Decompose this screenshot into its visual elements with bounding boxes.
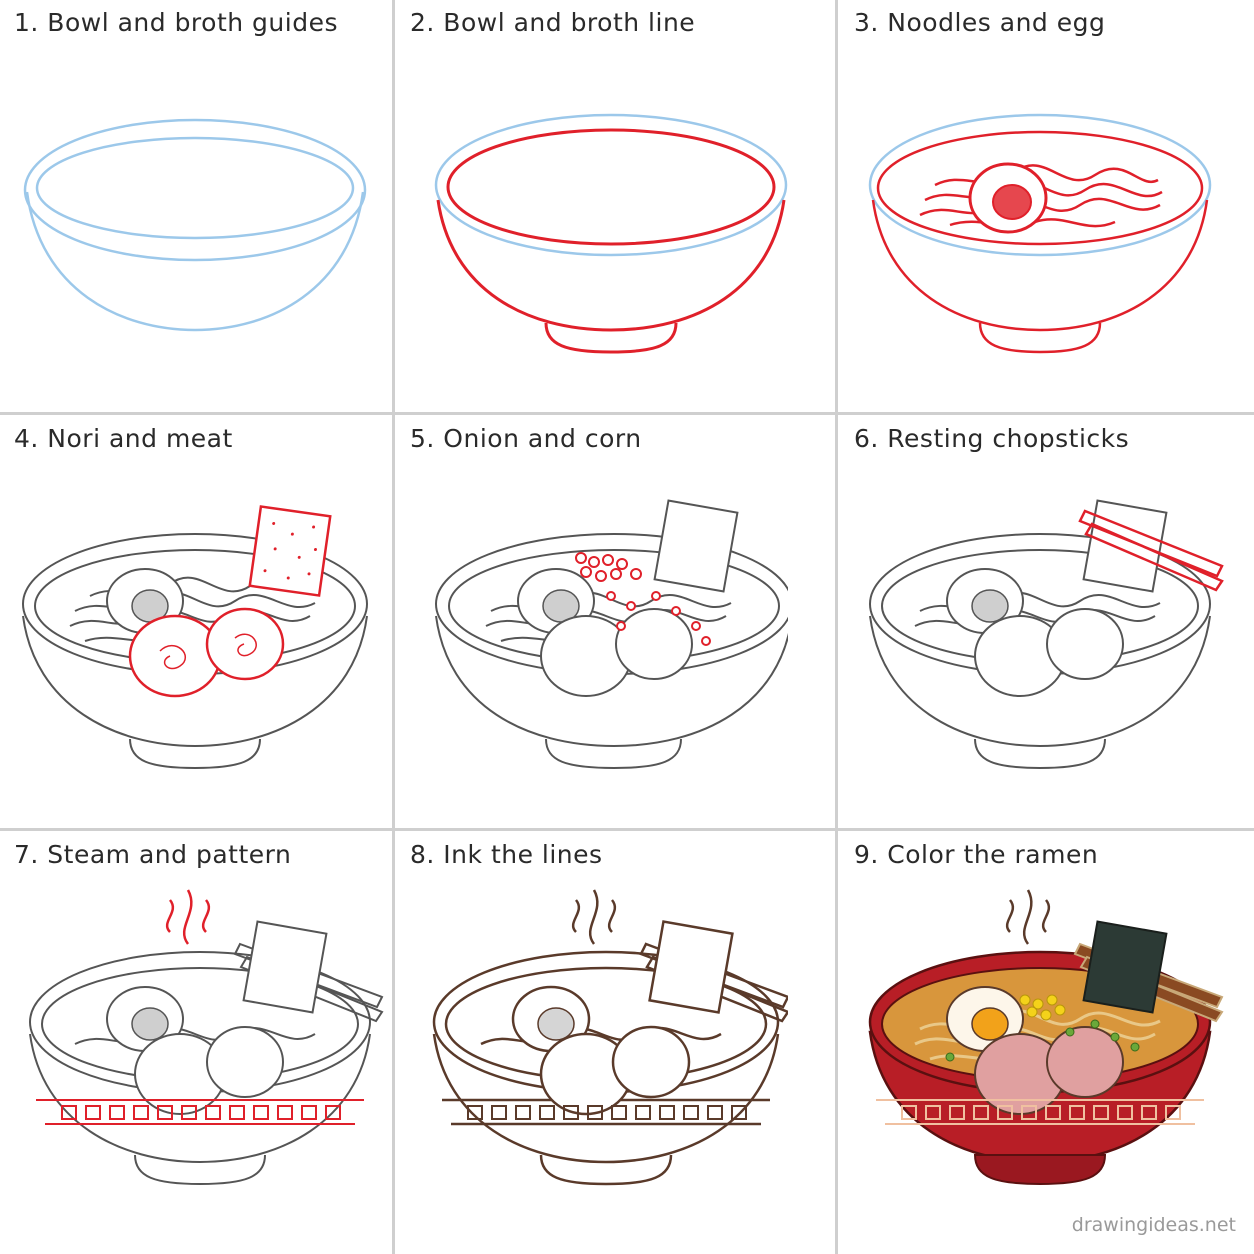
step-caption: 7. Steam and pattern — [14, 840, 292, 869]
step-panel-8: 8. Ink the lines — [396, 832, 788, 1242]
steam-pattern-drawing — [29, 889, 384, 1186]
step-panel-7: 7. Steam and pattern — [0, 832, 392, 1242]
grid-divider-vertical — [392, 0, 395, 1254]
grid-divider-horizontal — [0, 412, 1254, 415]
step-caption: 5. Onion and corn — [410, 424, 642, 453]
step-caption: 6. Resting chopsticks — [854, 424, 1130, 453]
onion-corn-drawing — [435, 499, 788, 770]
step-caption: 9. Color the ramen — [854, 840, 1099, 869]
step-panel-6: 6. Resting chopsticks — [840, 416, 1232, 826]
bowl-line-drawing — [434, 113, 788, 354]
inked-drawing — [432, 889, 788, 1186]
chopsticks-drawing — [869, 499, 1224, 770]
step-panel-3: 3. Noodles and egg — [840, 0, 1232, 410]
step-panel-4: 4. Nori and meat — [0, 416, 392, 826]
step-panel-5: 5. Onion and corn — [396, 416, 788, 826]
noodles-egg-drawing — [868, 113, 1212, 354]
grid-divider-horizontal — [0, 828, 1254, 831]
watermark: drawingideas.net — [1071, 1214, 1236, 1236]
step-panel-9: 9. Color the ramen — [840, 832, 1232, 1242]
grid-divider-vertical — [835, 0, 838, 1254]
step-caption: 2. Bowl and broth line — [410, 8, 696, 37]
step-caption: 8. Ink the lines — [410, 840, 603, 869]
nori-meat-drawing — [22, 505, 368, 770]
step-caption: 4. Nori and meat — [14, 424, 233, 453]
bowl-guides-drawing — [23, 118, 367, 332]
step-caption: 1. Bowl and broth guides — [14, 8, 338, 37]
step-panel-2: 2. Bowl and broth line — [396, 0, 788, 410]
step-caption: 3. Noodles and egg — [854, 8, 1106, 37]
step-panel-1: 1. Bowl and broth guides — [0, 0, 392, 410]
colored-ramen-drawing — [868, 889, 1224, 1186]
